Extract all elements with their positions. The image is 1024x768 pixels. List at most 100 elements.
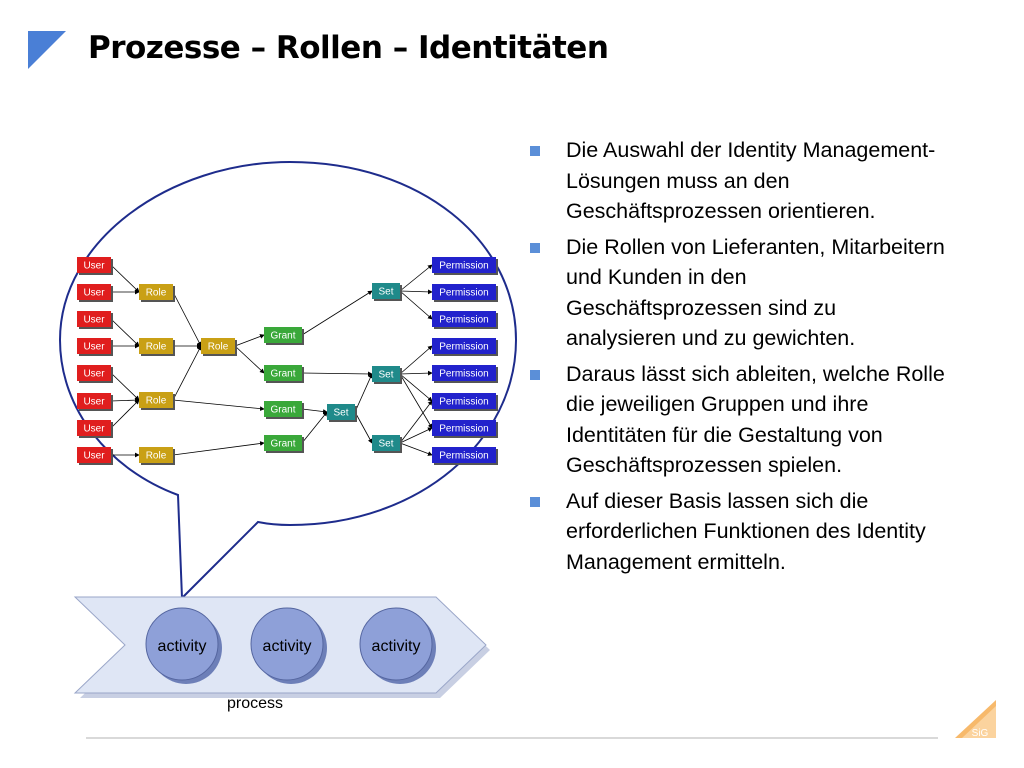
permission-node-label: Permission: [439, 342, 488, 353]
process-label: process: [227, 695, 283, 712]
bullet-text: Die Rollen von Lieferanten, Mitarbeitern…: [566, 234, 945, 351]
bullet-square-icon: [530, 242, 540, 253]
activity-2: activity: [250, 607, 327, 684]
edge-u6-r2: [110, 399, 140, 429]
bullet-list: Die Auswahl der Identity Management-Lösu…: [527, 135, 947, 582]
user-node-label: User: [83, 342, 105, 353]
title-corner-icon: [28, 31, 66, 69]
edge-s2-s1: [354, 373, 373, 413]
role-node-label: Role: [146, 451, 167, 462]
edge-r4-g1: [234, 345, 265, 374]
edge-s0-p1: [399, 289, 433, 295]
edge-r2-r4: [172, 345, 202, 401]
user-node: User: [77, 365, 113, 383]
edge-s1-p5: [399, 373, 433, 402]
user-node: User: [77, 393, 113, 411]
role-node-label: Role: [146, 288, 167, 299]
grant-node-label: Grant: [270, 405, 295, 416]
bullet-item: Auf dieser Basis lassen sich die erforde…: [527, 486, 947, 578]
activity-2-label: activity: [263, 638, 312, 655]
sig-logo: SiG: [955, 700, 996, 739]
user-node: User: [77, 257, 113, 275]
role-node-label: Role: [146, 396, 167, 407]
grant-node-label: Grant: [270, 369, 295, 380]
role-node: Role: [139, 447, 175, 465]
permission-node: Permission: [432, 420, 498, 438]
edge-g1-s1: [301, 371, 373, 377]
permission-node: Permission: [432, 284, 498, 302]
set-node-label: Set: [378, 287, 393, 298]
permission-node: Permission: [432, 338, 498, 356]
diagram-nodes: UserUserUserUserUserUserUserUserRoleRole…: [77, 257, 498, 465]
permission-node-label: Permission: [439, 397, 488, 408]
user-node-label: User: [83, 451, 105, 462]
set-node: Set: [372, 435, 402, 453]
activity-1: activity: [145, 607, 222, 684]
edge-s1-p6: [399, 373, 433, 429]
bullet-text: Auf dieser Basis lassen sich die erforde…: [566, 488, 926, 574]
bullet-text: Die Auswahl der Identity Management-Lösu…: [566, 138, 936, 223]
bullet-item: Die Rollen von Lieferanten, Mitarbeitern…: [527, 232, 947, 354]
edge-u5-r2: [110, 397, 140, 403]
user-node-label: User: [83, 288, 105, 299]
edge-u0-r0: [110, 264, 140, 293]
edge-s3-p5: [399, 400, 433, 444]
edge-s3-p6: [399, 427, 433, 444]
role-node: Role: [201, 338, 237, 356]
set-node: Set: [372, 366, 402, 384]
slide-title: Prozesse – Rollen – Identitäten: [88, 30, 609, 66]
bullet-square-icon: [530, 496, 540, 507]
edge-s0-p0: [399, 264, 433, 292]
edge-u4-r2: [110, 372, 140, 401]
edge-u2-r1: [110, 318, 140, 347]
user-node: User: [77, 311, 113, 329]
bullet-item: Die Auswahl der Identity Management-Lösu…: [527, 135, 947, 227]
edge-g3-s2: [301, 411, 328, 444]
permission-node: Permission: [432, 393, 498, 411]
user-node-label: User: [83, 369, 105, 380]
permission-node: Permission: [432, 257, 498, 275]
activity-1-label: activity: [158, 638, 207, 655]
grant-node: Grant: [264, 435, 304, 453]
user-node: User: [77, 338, 113, 356]
user-node-label: User: [83, 261, 105, 272]
edge-s2-s3: [354, 411, 373, 444]
grant-node: Grant: [264, 401, 304, 419]
set-node: Set: [372, 283, 402, 301]
set-node-label: Set: [333, 408, 348, 419]
activity-3-label: activity: [372, 638, 421, 655]
user-node-label: User: [83, 397, 105, 408]
role-node-label: Role: [146, 342, 167, 353]
permission-node: Permission: [432, 365, 498, 383]
role-node: Role: [139, 392, 175, 410]
edge-r2-g2: [172, 399, 265, 411]
grant-node: Grant: [264, 327, 304, 345]
bullet-square-icon: [530, 146, 540, 156]
edge-s1-p4: [399, 370, 433, 376]
permission-node-label: Permission: [439, 424, 488, 435]
set-node-label: Set: [378, 439, 393, 450]
user-node: User: [77, 420, 113, 438]
bullet-square-icon: [530, 369, 540, 380]
user-node-label: User: [83, 315, 105, 326]
edge-s1-p3: [399, 345, 433, 375]
grant-node: Grant: [264, 365, 304, 383]
edge-g0-s0: [301, 290, 373, 336]
activity-3: activity: [359, 607, 436, 684]
edge-r0-r4: [172, 291, 202, 347]
set-node-label: Set: [378, 370, 393, 381]
bullet-text: Daraus lässt sich ableiten, welche Rolle…: [566, 361, 945, 478]
footer-divider: [86, 737, 938, 739]
role-node: Role: [139, 284, 175, 302]
edge-s3-p7: [399, 442, 433, 456]
set-node: Set: [327, 404, 357, 422]
permission-node-label: Permission: [439, 451, 488, 462]
user-node: User: [77, 284, 113, 302]
user-node-label: User: [83, 424, 105, 435]
permission-node-label: Permission: [439, 315, 488, 326]
diagram-edges: [110, 264, 433, 458]
edge-r3-g3: [172, 441, 265, 456]
sig-logo-text: SiG: [972, 728, 989, 739]
grant-node-label: Grant: [270, 439, 295, 450]
